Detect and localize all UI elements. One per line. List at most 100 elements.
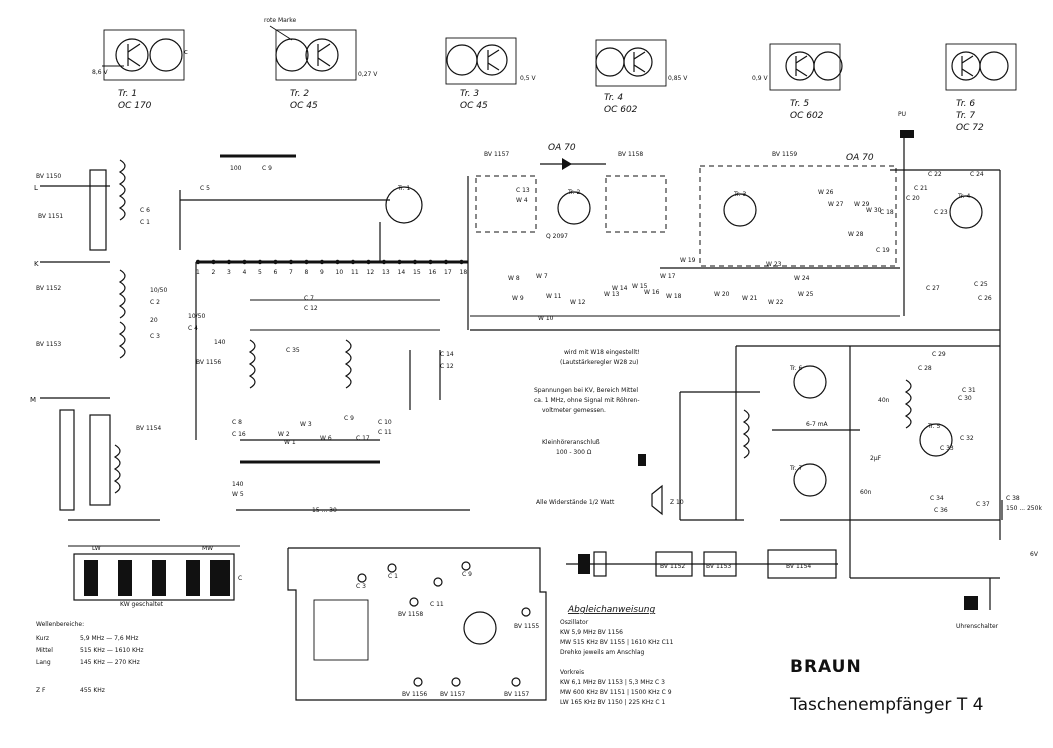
tr3-circuit-label: Tr. 3 bbox=[733, 191, 747, 198]
layout-c3: C 3 bbox=[356, 583, 366, 590]
waveband-switch: LW MW C KW geschaltet bbox=[68, 545, 242, 608]
component-label: W 6 bbox=[320, 435, 332, 442]
pin-number: 2 bbox=[212, 269, 216, 276]
component-label: C 11 bbox=[378, 429, 392, 436]
component-label: W 12 bbox=[570, 299, 586, 306]
layout-c9: C 9 bbox=[462, 571, 472, 578]
component-label: 15 ... 30 bbox=[312, 507, 337, 514]
pin-number: 11 bbox=[351, 269, 359, 276]
speaker-label: Z 10 bbox=[670, 499, 684, 506]
tr2-circuit-label: Tr. 2 bbox=[567, 189, 581, 196]
component-label: 40n bbox=[878, 397, 890, 404]
pin-dot bbox=[226, 259, 232, 265]
tr67-type: OC 72 bbox=[956, 123, 984, 133]
component-label: W 3 bbox=[300, 421, 312, 428]
tr2-mark: rote Marke bbox=[264, 17, 297, 24]
note-resistors: Alle Widerstände 1/2 Watt bbox=[536, 499, 615, 506]
tr4-type: OC 602 bbox=[604, 105, 638, 115]
component-label: C 2 bbox=[150, 299, 160, 306]
component-label: 100 bbox=[230, 165, 242, 172]
pin-number: 12 bbox=[367, 269, 375, 276]
component-label: C 5 bbox=[200, 185, 210, 192]
component-label: W 4 bbox=[516, 197, 528, 204]
component-label: W 27 bbox=[828, 201, 844, 208]
component-label: C 12 bbox=[440, 363, 454, 370]
tr5-circuit-label: Tr. 5 bbox=[927, 423, 941, 430]
transistor-tr4-symbol: 0,85 V Tr. 4 OC 602 bbox=[595, 39, 688, 115]
bv1151-label: BV 1151 bbox=[38, 213, 63, 220]
component-label: C 37 bbox=[976, 501, 990, 508]
component-label: 60n bbox=[860, 489, 872, 496]
pin-dot bbox=[366, 259, 371, 265]
tr5-id: Tr. 5 bbox=[790, 99, 809, 109]
if-bv1158: BV 1158 bbox=[618, 151, 643, 158]
component-label: W 23 bbox=[766, 261, 782, 268]
tr2-type: OC 45 bbox=[290, 101, 318, 111]
component-label: C 18 bbox=[880, 209, 894, 216]
abgleich-vork-1: KW 6,1 MHz BV 1153 | 5,3 MHz C 3 bbox=[560, 679, 665, 686]
component-label: C 9 bbox=[344, 415, 354, 422]
audio-section: Tr. 6 Tr. 7 Tr. 5 6-7 mA Z 10 6V Uhrensc… bbox=[638, 345, 1039, 630]
component-label: W 16 bbox=[644, 289, 660, 296]
clock-switch-label: Uhrenschalter bbox=[956, 623, 999, 630]
abgleich-osz-2: MW 515 KHz BV 1155 | 1610 KHz C11 bbox=[560, 639, 674, 646]
component-label: 20 bbox=[150, 317, 158, 324]
current-label: 6-7 mA bbox=[806, 421, 829, 428]
component-label: C 6 bbox=[140, 207, 150, 214]
component-label: C 4 bbox=[188, 325, 198, 332]
abgleich-title: Abgleichanweisung bbox=[567, 605, 655, 615]
bv1152-label: BV 1152 bbox=[36, 285, 61, 292]
component-label: C 13 bbox=[516, 187, 530, 194]
component-label: W 9 bbox=[512, 295, 524, 302]
component-label: C 3 bbox=[150, 333, 160, 340]
component-label: C 8 bbox=[232, 419, 242, 426]
abgleich-vork-2: MW 600 KHz BV 1151 | 1500 KHz C 9 bbox=[560, 689, 672, 696]
pin-dot bbox=[350, 259, 356, 265]
bv1156-label: BV 1156 bbox=[196, 359, 221, 366]
component-label: W 14 bbox=[612, 285, 628, 292]
band-zf-name: Z F bbox=[36, 687, 46, 694]
pin-dot bbox=[304, 259, 309, 265]
document-title: Taschenempfänger T 4 bbox=[789, 695, 983, 715]
pin-dot bbox=[428, 259, 433, 265]
if-section: BV 1157 BV 1158 BV 1159 OA 70 OA 70 Tr. … bbox=[470, 111, 1001, 540]
pin-dot bbox=[242, 259, 247, 265]
bv1153-label: BV 1153 bbox=[36, 341, 61, 348]
abgleich-instructions: Abgleichanweisung Oszillator KW 5,9 MHz … bbox=[560, 605, 674, 706]
tr7-circuit-label: Tr. 7 bbox=[789, 465, 803, 472]
if-bv1157: BV 1157 bbox=[484, 151, 509, 158]
component-label: W 2 bbox=[278, 431, 290, 438]
pin-dot bbox=[273, 259, 278, 265]
transistor-tr2-symbol: rote Marke 0,27 V Tr. 2 OC 45 bbox=[264, 17, 378, 111]
switch-c: C bbox=[238, 575, 242, 582]
band-mittel-name: Mittel bbox=[36, 647, 53, 654]
battery-label: 6V bbox=[1030, 551, 1039, 558]
layout-c11: C 11 bbox=[430, 601, 444, 608]
pin-number: 3 bbox=[227, 269, 231, 276]
tr5-voltage: 0,9 V bbox=[752, 75, 768, 82]
abgleich-osz-3: Drehko jeweils am Anschlag bbox=[560, 649, 645, 656]
tr6-id: Tr. 6 bbox=[956, 99, 975, 109]
component-label: W 17 bbox=[660, 273, 676, 280]
pin-number: 17 bbox=[444, 269, 452, 276]
pin-dot bbox=[412, 259, 418, 265]
component-label: W 29 bbox=[854, 201, 870, 208]
bv1154-label: BV 1154 bbox=[136, 425, 161, 432]
component-label: C 38 bbox=[1006, 495, 1020, 502]
component-label: W 21 bbox=[742, 295, 758, 302]
tr2-id: Tr. 2 bbox=[290, 89, 309, 99]
band-kurz-range: 5,9 MHz — 7,6 MHz bbox=[80, 635, 138, 642]
switch-mw: MW bbox=[202, 545, 213, 552]
tr5-type: OC 602 bbox=[790, 111, 824, 121]
component-label: C 20 bbox=[906, 195, 920, 202]
note-headphone-2: 100 - 300 Ω bbox=[556, 449, 592, 456]
note-w18: wird mit W18 eingestellt! bbox=[564, 349, 640, 356]
diode-oa70-1: OA 70 bbox=[548, 143, 576, 153]
switch-lw: LW bbox=[92, 545, 101, 552]
tr4-id: Tr. 4 bbox=[604, 93, 623, 103]
pin-dot bbox=[288, 259, 294, 265]
pin-number: 7 bbox=[289, 269, 293, 276]
layout-bv1157: BV 1157 bbox=[440, 691, 465, 698]
